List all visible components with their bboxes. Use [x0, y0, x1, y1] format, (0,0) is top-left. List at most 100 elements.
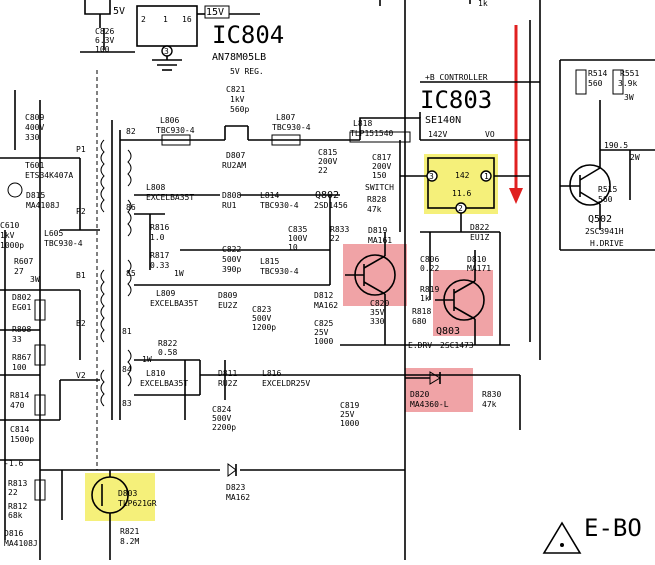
- r867-val: 100: [12, 363, 27, 372]
- d816-part: MA4108J: [4, 539, 38, 548]
- ic803-pin-2: 2: [458, 204, 463, 213]
- d811-part: RU2Z: [218, 379, 237, 388]
- c815-volt: 200V: [318, 157, 337, 166]
- r514-name: R514: [588, 69, 607, 78]
- pin-86: 86: [126, 203, 136, 212]
- ic803-pin-1: 1: [484, 172, 489, 181]
- d816-name: D816: [4, 529, 23, 538]
- d810-part: MA171: [467, 264, 491, 273]
- ic804-pin-3: 3: [164, 47, 169, 56]
- r828-val: 47k: [367, 205, 382, 214]
- l605-part: TBC930-4: [44, 239, 83, 248]
- ground-symbol-icon: [152, 59, 182, 71]
- r819-val: 1k: [420, 294, 430, 303]
- r822-watt: 1W: [142, 355, 152, 364]
- c819-val: 1000: [340, 419, 359, 428]
- c822-volt: 500V: [222, 255, 241, 264]
- ic804-pin-circle-icon: [161, 45, 173, 57]
- h-drive-tag: H.DRIVE: [590, 239, 624, 248]
- c819-volt: 25V: [340, 410, 355, 419]
- r819-name: R819: [420, 285, 439, 294]
- c819-name: C819: [340, 401, 359, 410]
- q802-name: Q802: [315, 190, 339, 201]
- d809-part: EU2Z: [218, 301, 237, 310]
- l806-name: L806: [160, 116, 179, 125]
- pin-p2: P2: [76, 207, 86, 216]
- t601-name: T601: [25, 161, 44, 170]
- l816-name: L816: [262, 369, 281, 378]
- c806-val: 0.22: [420, 264, 439, 273]
- d802-name: D802: [12, 293, 31, 302]
- n190: 190.5: [604, 141, 628, 150]
- r816-val: 1.0: [150, 233, 165, 242]
- c825-volt: 25V: [314, 328, 329, 337]
- l815-name: L815: [260, 257, 279, 266]
- r833-name: R833: [330, 225, 349, 234]
- r821-val: 8.2M: [120, 537, 139, 546]
- ic804-name: IC804: [212, 21, 284, 49]
- r867-name: R867: [12, 353, 31, 362]
- l807-part: TBC930-4: [272, 123, 311, 132]
- c823-name: C823: [252, 305, 271, 314]
- ic803-pin-3: 3: [429, 172, 434, 181]
- c822-name: C822: [222, 245, 241, 254]
- r812-name: R812: [8, 502, 27, 511]
- q802-part: 2SD1456: [314, 201, 348, 210]
- d807-part: RU2AM: [222, 161, 246, 170]
- r821-name: R821: [120, 527, 139, 536]
- pin-b1: B1: [76, 271, 86, 280]
- ic803-pin-label: 142: [455, 171, 470, 180]
- r812-val: 68k: [8, 511, 23, 520]
- d809-name: D809: [218, 291, 237, 300]
- r814-val: 470: [10, 401, 25, 410]
- c826-name: C826: [95, 27, 114, 36]
- ic803-vo: VO: [485, 130, 495, 139]
- q502-part: 2SC3941H: [585, 227, 624, 236]
- c610-name: C610: [0, 221, 19, 230]
- r828-name: R828: [367, 195, 386, 204]
- pin-84: 84: [122, 365, 132, 374]
- c817-val: 150: [372, 171, 387, 180]
- l806-part: TBC930-4: [156, 126, 195, 135]
- r817-name: R817: [150, 251, 169, 260]
- ic804-part: AN78M05LB: [212, 52, 266, 63]
- q803-part: 2SC1473: [440, 341, 474, 350]
- c835-volt: 100V: [288, 234, 307, 243]
- d812-part: MA162: [314, 301, 338, 310]
- r607-name: R607: [14, 257, 33, 266]
- c610-volt: 1kV: [0, 231, 15, 240]
- w2: 2W: [630, 153, 640, 162]
- l814-part: TBC930-4: [260, 201, 299, 210]
- top-r-1k: 1k: [478, 0, 488, 8]
- c610-val: 1000p: [0, 241, 24, 250]
- d808-part: RU1: [222, 201, 237, 210]
- r514-val: 560: [588, 79, 603, 88]
- r808-name: R808: [12, 325, 31, 334]
- d823-name: D823: [226, 483, 245, 492]
- c835-name: C835: [288, 225, 307, 234]
- c824-val: 2200p: [212, 423, 236, 432]
- r813-val: 22: [8, 488, 18, 497]
- red-down-arrow: [509, 25, 523, 204]
- r816-name: R816: [150, 223, 169, 232]
- l818-part: TLP151540: [350, 129, 394, 138]
- r818-name: R818: [412, 307, 431, 316]
- l814-name: L814: [260, 191, 279, 200]
- c825-name: C825: [314, 319, 333, 328]
- pin-81: 81: [122, 327, 132, 336]
- ic804-pin-16: 16: [182, 15, 192, 24]
- pin-83: 83: [122, 399, 132, 408]
- c815-name: C815: [318, 148, 337, 157]
- pin-82: 82: [126, 127, 136, 136]
- c826-val: 100: [95, 45, 110, 54]
- d803-name: D803: [118, 489, 137, 498]
- l808-name: L808: [146, 183, 165, 192]
- r814-name: R814: [10, 391, 29, 400]
- c817-name: C817: [372, 153, 391, 162]
- c820-val: 330: [370, 317, 385, 326]
- ic803-pin-circles-icon: [426, 170, 492, 214]
- r551-val: 3.9k: [618, 79, 637, 88]
- c815-val: 22: [318, 166, 328, 175]
- l810-part: EXCELBA35T: [140, 379, 188, 388]
- rail-15v: 15V: [206, 7, 224, 18]
